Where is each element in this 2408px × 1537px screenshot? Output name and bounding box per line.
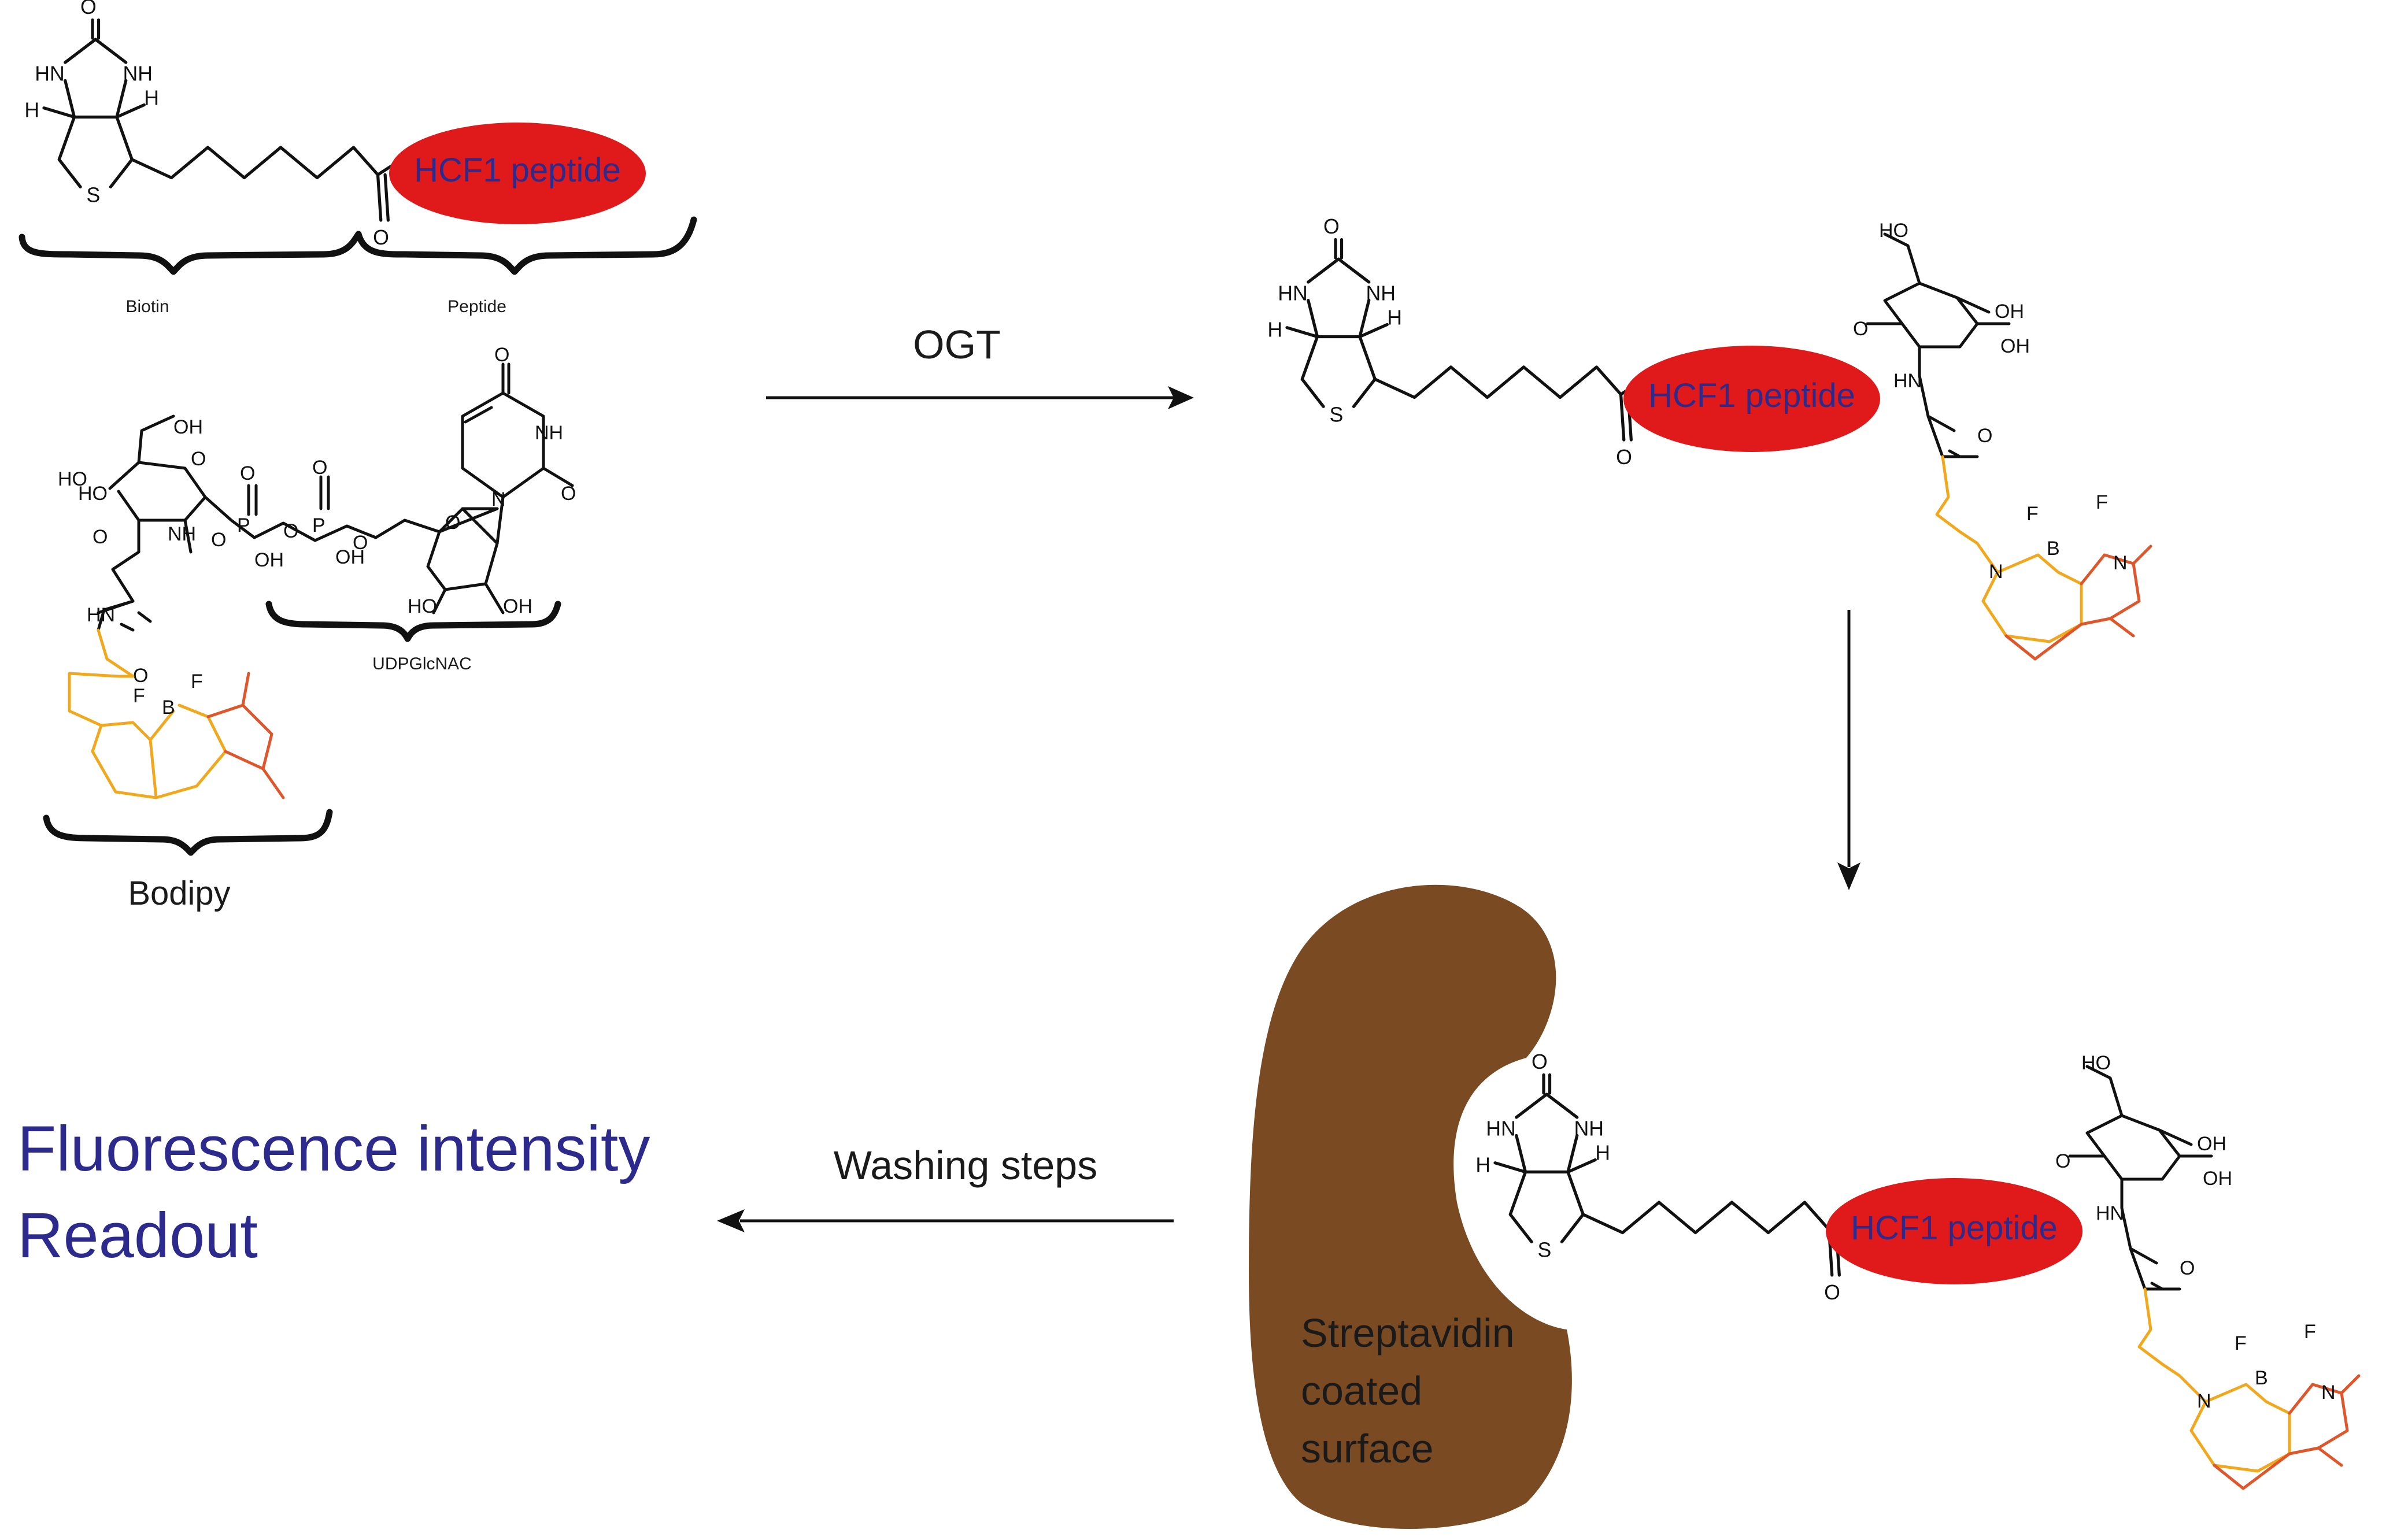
svg-text:O: O bbox=[240, 462, 255, 484]
svg-text:O: O bbox=[353, 532, 368, 554]
svg-text:N: N bbox=[2321, 1382, 2336, 1403]
udpglcnac-label: UDPGlcNAC bbox=[372, 654, 472, 673]
svg-text:O: O bbox=[494, 344, 509, 366]
svg-text:P: P bbox=[237, 514, 250, 536]
washing-arrow: Washing steps bbox=[717, 1143, 1174, 1232]
svg-text:HO: HO bbox=[78, 483, 108, 505]
svg-text:NH: NH bbox=[535, 422, 563, 444]
hcf1-label-product: HCF1 peptide bbox=[1648, 377, 1855, 414]
glcnacylated-product: HCF1 peptide B F F N N bbox=[1267, 215, 2152, 661]
streptavidin-shape bbox=[1249, 884, 1572, 1529]
svg-text:O: O bbox=[312, 457, 327, 479]
svg-text:NH: NH bbox=[168, 523, 196, 545]
svg-text:HN: HN bbox=[87, 604, 115, 626]
svg-text:O: O bbox=[191, 448, 206, 470]
svg-text:HO: HO bbox=[408, 595, 437, 617]
svg-text:N: N bbox=[2197, 1390, 2211, 1412]
svg-text:HO: HO bbox=[58, 468, 87, 490]
readout-line1: Fluorescence intensity bbox=[17, 1113, 650, 1184]
hcf1-label-captured: HCF1 peptide bbox=[1851, 1209, 2058, 1247]
peptide-brace bbox=[355, 216, 697, 275]
svg-text:B: B bbox=[162, 697, 175, 718]
readout-line2: Readout bbox=[17, 1200, 258, 1271]
hcf1-label-top: HCF1 peptide bbox=[414, 151, 621, 189]
udp-glcnac-bodipy-donor: OH HO HO O NH O O P O OH O P O OH O HO O… bbox=[43, 344, 576, 912]
biotin-peptide-substrate: HCF1 peptide Biotin Peptide bbox=[19, 0, 697, 316]
ogt-label: OGT bbox=[913, 322, 1001, 367]
svg-text:OH: OH bbox=[173, 416, 203, 438]
captured-product: HCF1 peptide B F F N N bbox=[1475, 1050, 2361, 1490]
svg-text:OH: OH bbox=[335, 546, 365, 568]
biotin-brace bbox=[19, 231, 362, 275]
svg-text:O: O bbox=[445, 512, 460, 534]
svg-text:F: F bbox=[2026, 503, 2039, 525]
hcf1-peptide-oval-top bbox=[389, 123, 646, 224]
capture-arrow bbox=[1837, 610, 1860, 890]
readout: Fluorescence intensity Readout bbox=[17, 1113, 650, 1271]
svg-text:OH: OH bbox=[503, 595, 532, 617]
svg-text:P: P bbox=[312, 514, 325, 536]
svg-text:N: N bbox=[2113, 552, 2128, 574]
svg-text:F: F bbox=[2304, 1321, 2316, 1343]
svg-text:O: O bbox=[283, 520, 298, 542]
svg-text:O: O bbox=[561, 483, 576, 505]
surface-label-line3: surface bbox=[1301, 1426, 1434, 1471]
svg-text:N: N bbox=[1989, 561, 2003, 583]
svg-text:F: F bbox=[133, 685, 145, 707]
ogt-reaction-arrow: OGT bbox=[766, 322, 1194, 409]
svg-text:O: O bbox=[211, 529, 226, 551]
peptide-label: Peptide bbox=[447, 297, 506, 316]
svg-text:B: B bbox=[2255, 1367, 2268, 1389]
bodipy-label: Bodipy bbox=[128, 875, 230, 912]
svg-text:F: F bbox=[2096, 491, 2108, 513]
svg-text:F: F bbox=[191, 671, 203, 692]
svg-text:OH: OH bbox=[254, 549, 284, 571]
surface-label-line2: coated bbox=[1301, 1368, 1422, 1413]
biotin-label: Biotin bbox=[125, 297, 169, 316]
streptavidin-surface: Streptavidin coated surface bbox=[1249, 884, 1572, 1529]
svg-text:O: O bbox=[133, 665, 148, 687]
bodipy-brace bbox=[43, 809, 333, 856]
washing-label: Washing steps bbox=[834, 1143, 1098, 1188]
svg-text:B: B bbox=[2047, 538, 2060, 560]
svg-text:N: N bbox=[491, 488, 506, 510]
svg-text:F: F bbox=[2235, 1332, 2247, 1354]
hcf1-peptide-oval-captured bbox=[1826, 1178, 2083, 1284]
svg-text:O: O bbox=[93, 526, 108, 548]
surface-label-line1: Streptavidin bbox=[1301, 1310, 1515, 1355]
hcf1-peptide-oval-product bbox=[1623, 346, 1880, 452]
